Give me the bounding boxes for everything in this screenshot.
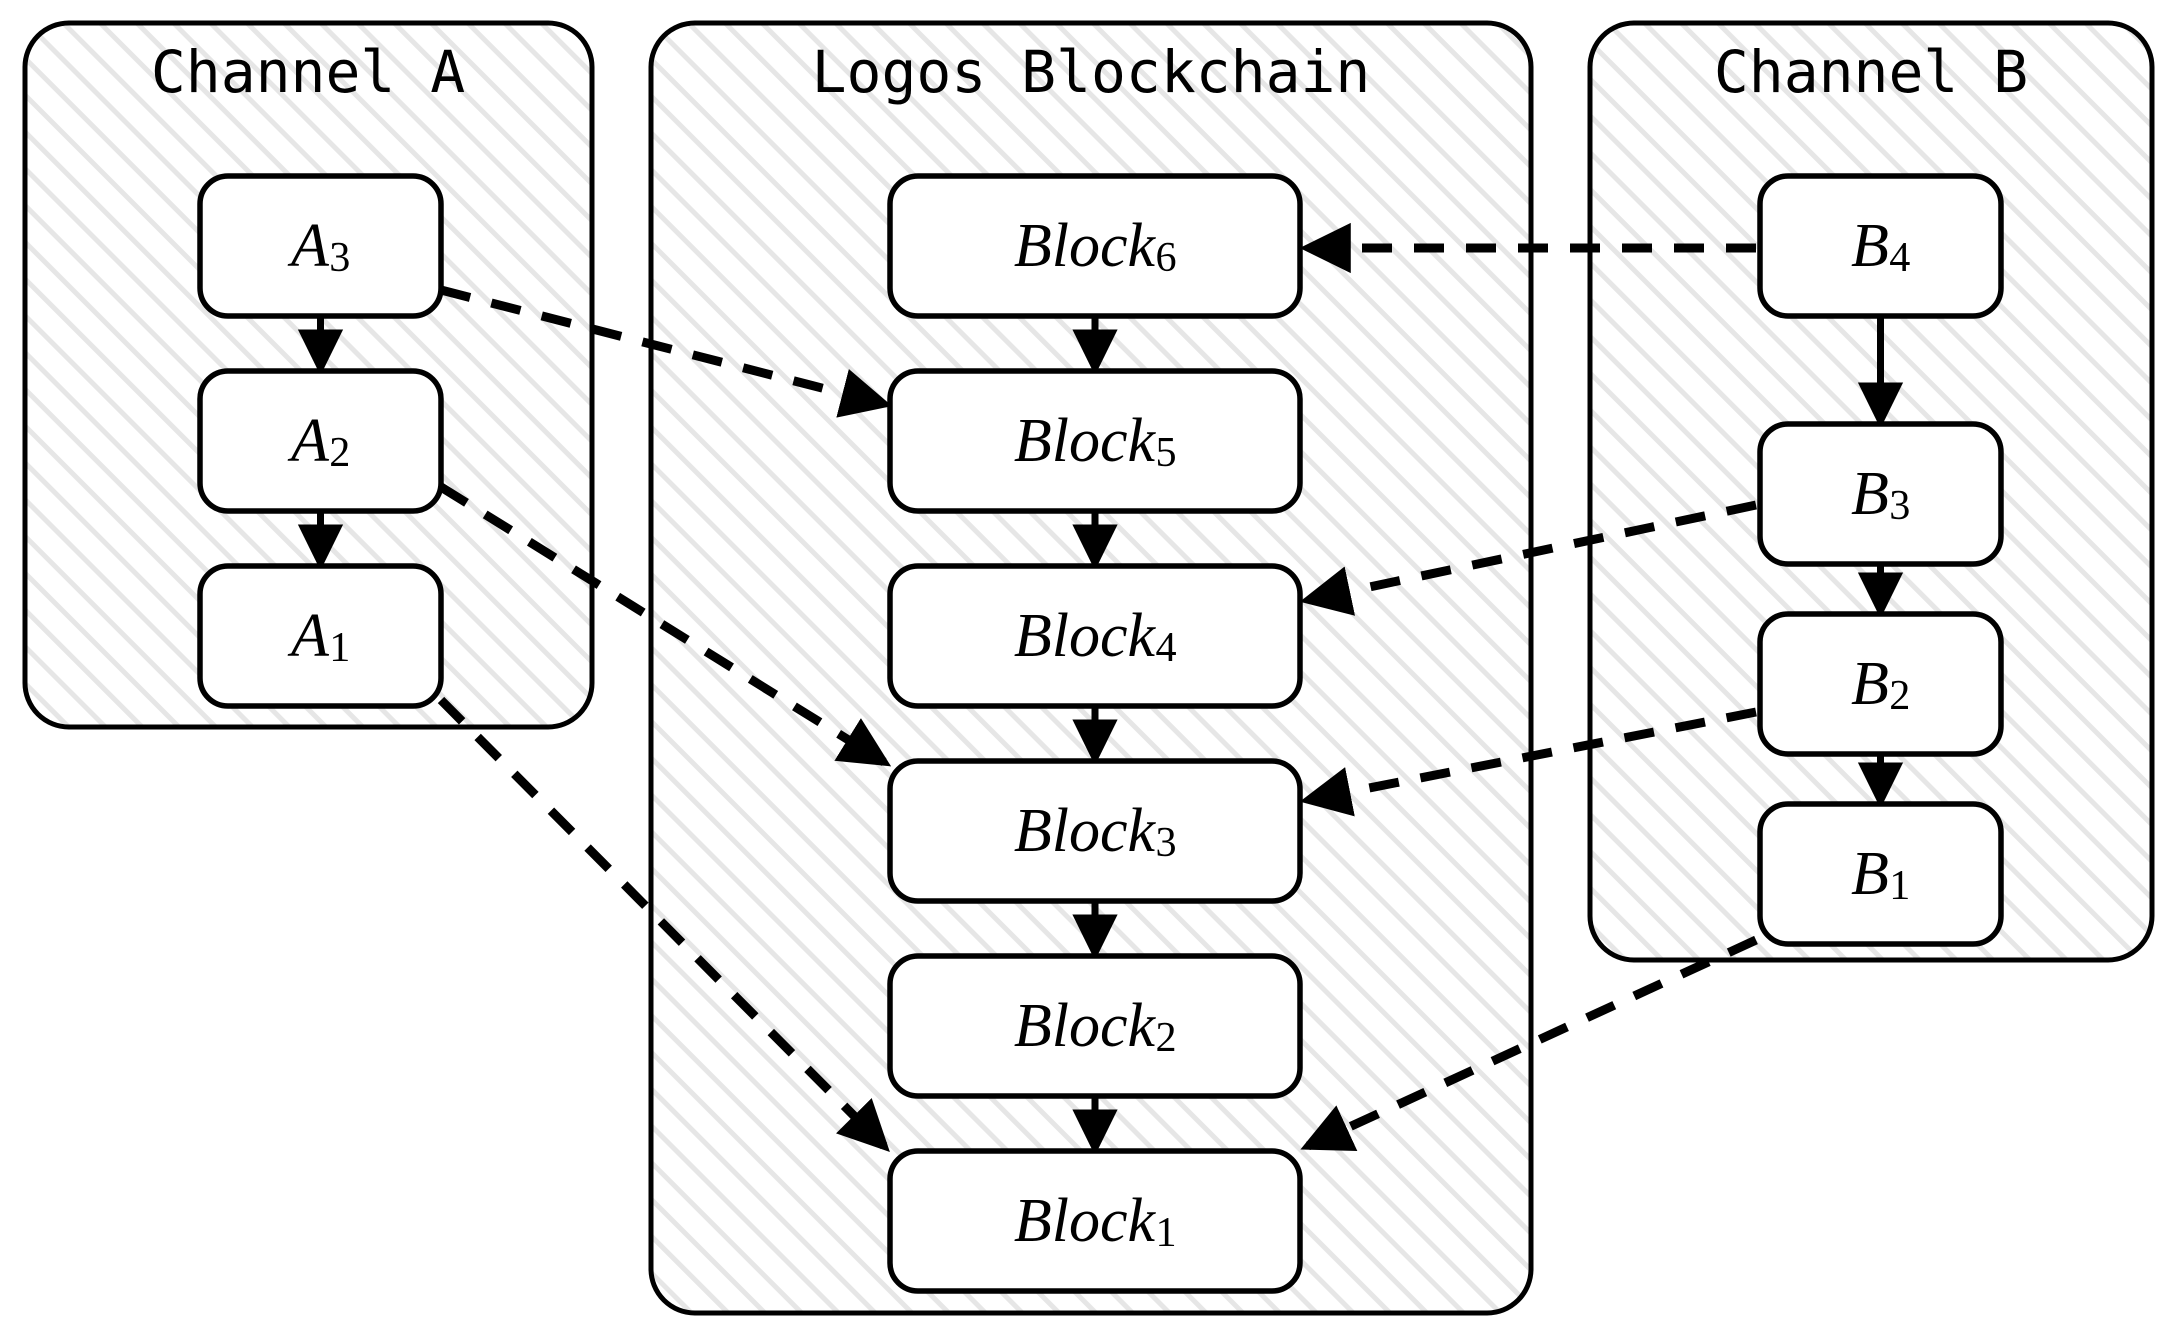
node-b1[interactable] [1760,804,2001,944]
node-box-b2[interactable] [1757,611,2004,757]
node-box-a2[interactable] [197,368,444,514]
node-block4[interactable] [890,566,1300,706]
node-box-block6[interactable] [887,173,1303,319]
node-block6[interactable] [890,176,1300,316]
dashed-edge-a2-block3 [438,483,892,767]
node-b2[interactable] [1760,614,2001,754]
node-a2[interactable] [200,371,441,511]
node-block3[interactable] [890,761,1300,901]
node-box-b1[interactable] [1757,801,2004,947]
node-block2[interactable] [890,956,1300,1096]
dashed-edge-b2-block3 [1299,707,1757,817]
dashed-edge-b3-block4 [1299,500,1757,616]
node-box-block3[interactable] [887,758,1303,904]
node-box-block1[interactable] [887,1148,1303,1294]
node-block1[interactable] [890,1151,1300,1291]
node-box-a1[interactable] [197,563,444,709]
node-box-b4[interactable] [1757,173,2004,319]
dashed-edge-a1-block1 [437,696,890,1152]
node-box-block5[interactable] [887,368,1303,514]
node-a1[interactable] [200,566,441,706]
dashed-edges-layer [437,222,1758,1152]
node-box-block2[interactable] [887,953,1303,1099]
solid-edges-layer [297,316,1904,1156]
node-box-block4[interactable] [887,563,1303,709]
node-block5[interactable] [890,371,1300,511]
nodes-layer [197,173,2004,1294]
node-b4[interactable] [1760,176,2001,316]
node-box-a3[interactable] [197,173,444,319]
node-a3[interactable] [200,176,441,316]
node-box-b3[interactable] [1757,421,2004,567]
dashed-edge-a3-block5 [439,285,893,418]
node-b3[interactable] [1760,424,2001,564]
